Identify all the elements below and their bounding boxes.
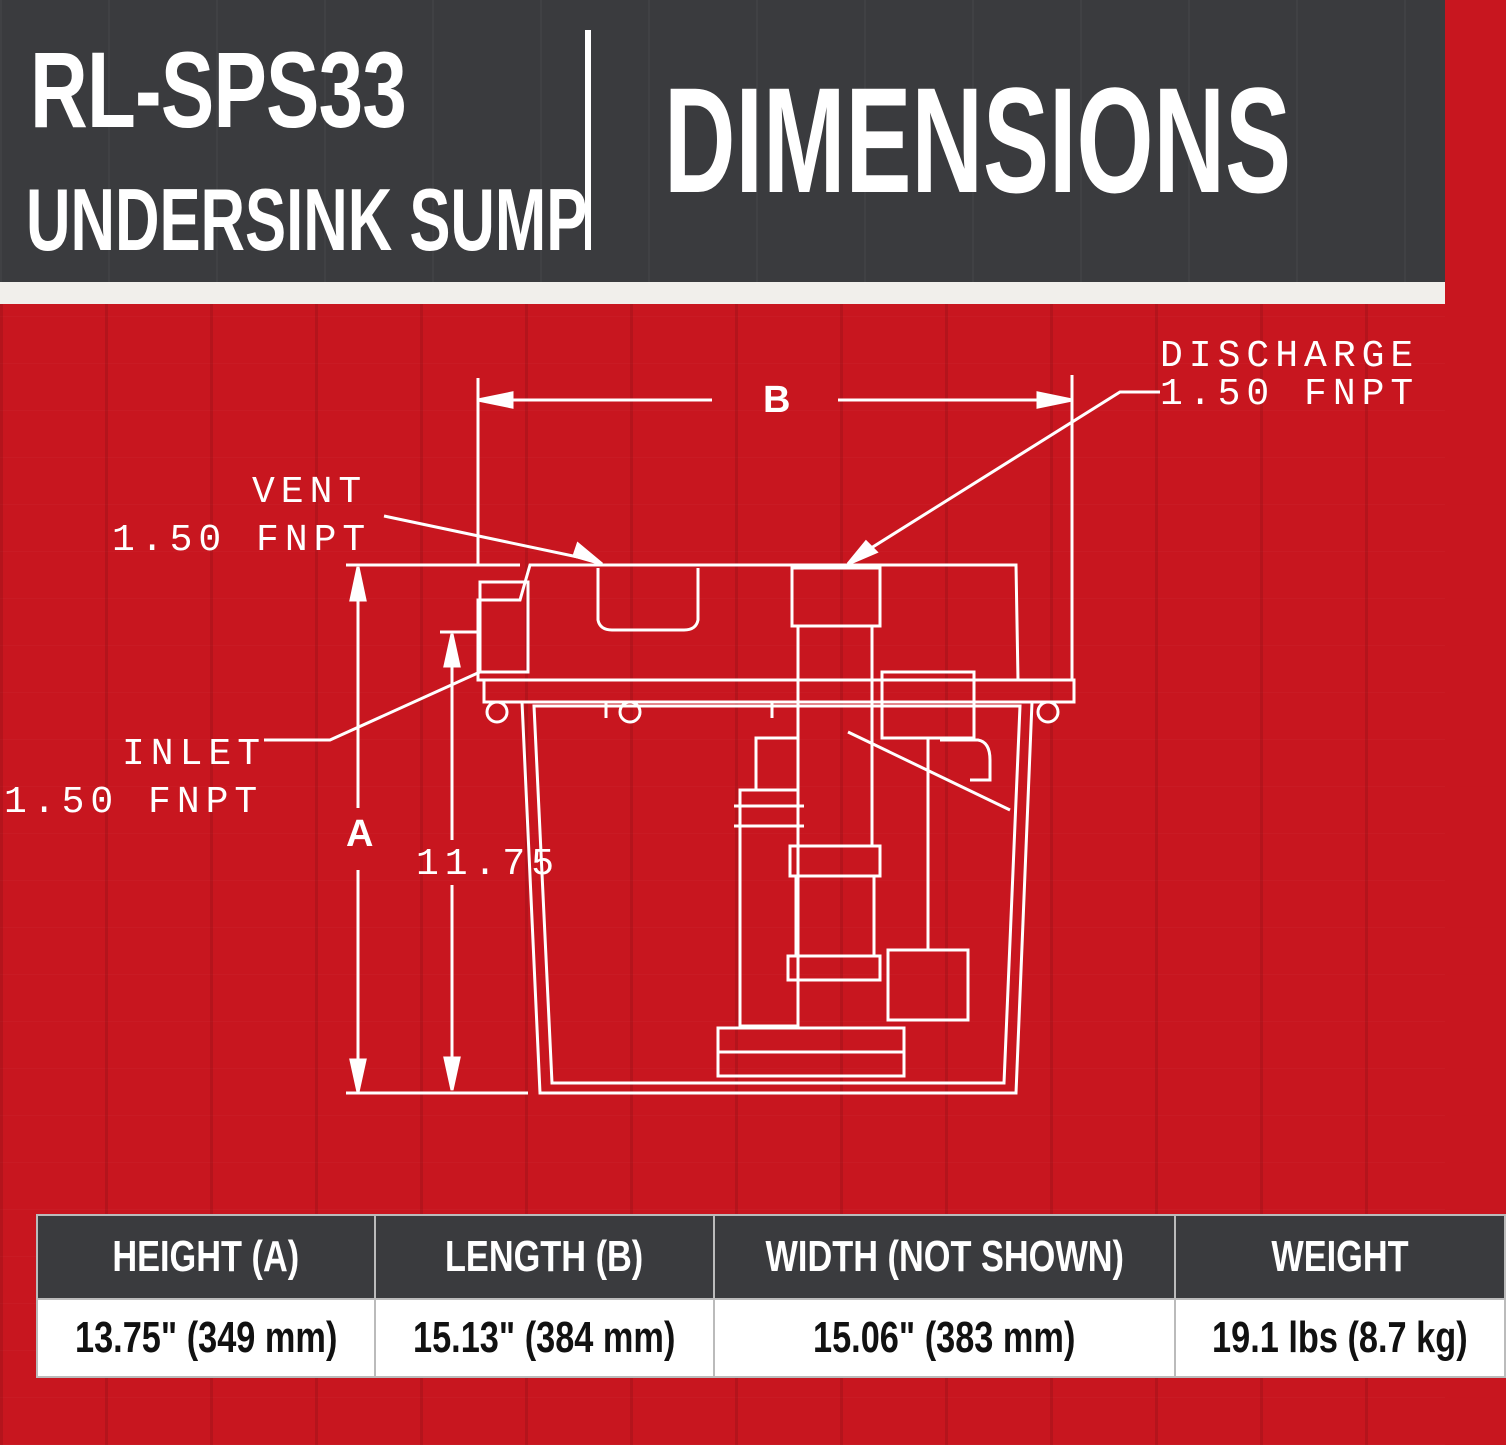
sump-basin-inner bbox=[532, 704, 1022, 1085]
header-weight: WEIGHT bbox=[1174, 1214, 1506, 1300]
union-bottom bbox=[786, 954, 882, 982]
sump-basin bbox=[520, 700, 1034, 1095]
label-1175: 11.75 bbox=[416, 843, 560, 886]
label-discharge-2: 1.50 FNPT bbox=[1160, 373, 1419, 416]
specs-table: HEIGHT (A) LENGTH (B) WIDTH (NOT SHOWN) … bbox=[35, 1214, 1506, 1378]
model-number: RL-SPS33 bbox=[30, 29, 407, 150]
float bbox=[886, 948, 970, 1022]
dim-a-arrow-bottom bbox=[349, 1058, 367, 1093]
vent-leader bbox=[383, 514, 593, 562]
dim-b-arrow-right bbox=[1036, 391, 1073, 409]
discharge-leader bbox=[851, 390, 1160, 562]
union-body bbox=[794, 874, 876, 958]
specs-value-row: 13.75" (349 mm) 15.13" (384 mm) 15.06" (… bbox=[35, 1298, 1506, 1378]
specs-header-row: HEIGHT (A) LENGTH (B) WIDTH (NOT SHOWN) … bbox=[35, 1214, 1506, 1300]
label-inlet-1: INLET bbox=[122, 733, 266, 776]
value-weight: 19.1 lbs (8.7 kg) bbox=[1174, 1298, 1506, 1378]
bolt-right bbox=[1036, 700, 1060, 724]
label-b: B bbox=[763, 379, 790, 421]
lid-flange bbox=[482, 678, 1076, 704]
header-height: HEIGHT (A) bbox=[35, 1214, 377, 1300]
label-discharge-1: DISCHARGE bbox=[1160, 335, 1419, 378]
label-vent-2: 1.50 FNPT bbox=[112, 519, 371, 562]
float-cord bbox=[940, 738, 992, 782]
product-subtitle: UNDERSINK SUMP bbox=[26, 170, 588, 269]
sump-lid bbox=[476, 563, 1020, 682]
vent-arrow bbox=[572, 541, 603, 566]
dim-b-arrow-left bbox=[477, 391, 514, 409]
label-inlet-2: 1.50 FNPT bbox=[4, 781, 263, 824]
float-leader bbox=[847, 730, 1011, 812]
page-title: DIMENSIONS bbox=[664, 56, 1292, 224]
bolt-left bbox=[485, 700, 509, 724]
inlet-leader bbox=[264, 670, 481, 742]
header-bar bbox=[0, 0, 1445, 282]
discharge-opening bbox=[790, 566, 882, 628]
union-top bbox=[788, 844, 882, 878]
vent-opening bbox=[596, 568, 700, 632]
label-vent-1: VENT bbox=[252, 471, 367, 514]
value-width: 15.06" (383 mm) bbox=[712, 1298, 1177, 1378]
header-length: LENGTH (B) bbox=[374, 1214, 715, 1300]
discharge-pipe bbox=[796, 624, 874, 848]
inlet-fitting bbox=[478, 580, 530, 674]
sump-diagram: B A 11.75 DISCHARGE 1.50 FNPT VENT 1.50 … bbox=[4, 335, 1419, 1095]
label-a: A bbox=[346, 813, 373, 855]
value-height: 13.75" (349 mm) bbox=[35, 1298, 377, 1378]
header-stripe bbox=[0, 282, 1445, 304]
dim-1175-arrow-top bbox=[443, 633, 461, 668]
value-length: 15.13" (384 mm) bbox=[374, 1298, 715, 1378]
discharge-arrow bbox=[846, 539, 879, 566]
dim-1175-arrow-bottom bbox=[443, 1056, 461, 1091]
header-divider bbox=[585, 30, 591, 250]
header-width: WIDTH (NOT SHOWN) bbox=[712, 1214, 1177, 1300]
dim-a-arrow-top bbox=[349, 566, 367, 602]
pump-cap bbox=[754, 736, 800, 792]
